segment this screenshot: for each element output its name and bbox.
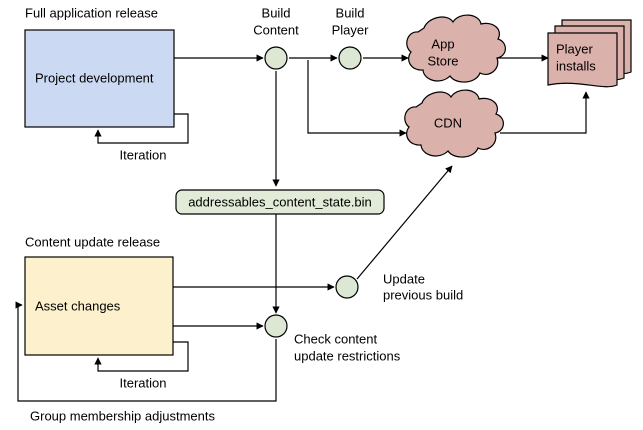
build-content-label-line1: Build [262, 5, 291, 20]
player-installs-doc-front[interactable] [547, 32, 618, 88]
build-player-label-line2: Player [332, 22, 370, 37]
update-previous-build-label-line2: previous build [383, 287, 463, 302]
node-asset-changes[interactable]: Asset changes [24, 256, 174, 356]
edge-iteration-top [94, 113, 189, 144]
asset-changes-label: Asset changes [35, 298, 121, 313]
edge-layer [15, 54, 590, 402]
node-update-previous-build[interactable]: Update previous build [335, 271, 463, 302]
node-cdn[interactable]: CDN [404, 89, 504, 158]
full-release-caption: Full application release [25, 5, 158, 20]
cdn-cloud-icon[interactable] [404, 89, 504, 158]
build-player-circle[interactable] [338, 46, 362, 70]
content-state-file-label: addressables_content_state.bin [188, 194, 372, 209]
player-installs-label-line2: installs [556, 58, 596, 73]
group-membership-label: Group membership adjustments [30, 408, 215, 423]
app-store-label-line2: Store [427, 53, 458, 68]
edge-cdn-to-player-installs [500, 91, 590, 134]
node-build-content[interactable]: Build Content [253, 5, 299, 70]
content-state-file-box[interactable] [175, 189, 385, 215]
node-check-update-restrictions[interactable]: Check content update restrictions [264, 314, 401, 363]
app-store-cloud-icon[interactable] [406, 14, 506, 83]
update-previous-build-label-line1: Update [383, 271, 425, 286]
check-update-restrictions-circle[interactable] [264, 314, 288, 338]
iteration-top-label: Iteration [120, 147, 167, 162]
project-development-label: Project development [35, 70, 154, 85]
check-update-restrictions-label-line1: Check content [294, 331, 377, 346]
node-player-installs[interactable]: Player installs [547, 19, 632, 88]
node-project-development[interactable]: Project development [24, 29, 175, 128]
node-app-store[interactable]: App Store [406, 14, 506, 83]
asset-changes-box[interactable] [24, 256, 174, 356]
cdn-label: CDN [434, 115, 462, 130]
edge-build-content-to-cdn [307, 60, 407, 137]
iteration-bottom-label: Iteration [120, 375, 167, 390]
build-content-circle[interactable] [264, 46, 288, 70]
content-update-caption: Content update release [25, 234, 160, 249]
check-update-restrictions-label-line2: update restrictions [294, 348, 401, 363]
node-build-player[interactable]: Build Player [332, 5, 370, 70]
node-content-state-file[interactable]: addressables_content_state.bin [175, 189, 385, 215]
edge-iteration-bottom [94, 341, 189, 372]
build-player-label-line1: Build [336, 5, 365, 20]
update-previous-build-circle[interactable] [335, 275, 359, 299]
build-content-label-line2: Content [253, 22, 299, 37]
edge-group-membership-loop [15, 301, 277, 402]
project-development-box[interactable] [24, 29, 175, 128]
app-store-label-line1: App [431, 36, 454, 51]
player-installs-label-line1: Player [556, 41, 594, 56]
edge-update-node-to-cdn [356, 165, 453, 280]
